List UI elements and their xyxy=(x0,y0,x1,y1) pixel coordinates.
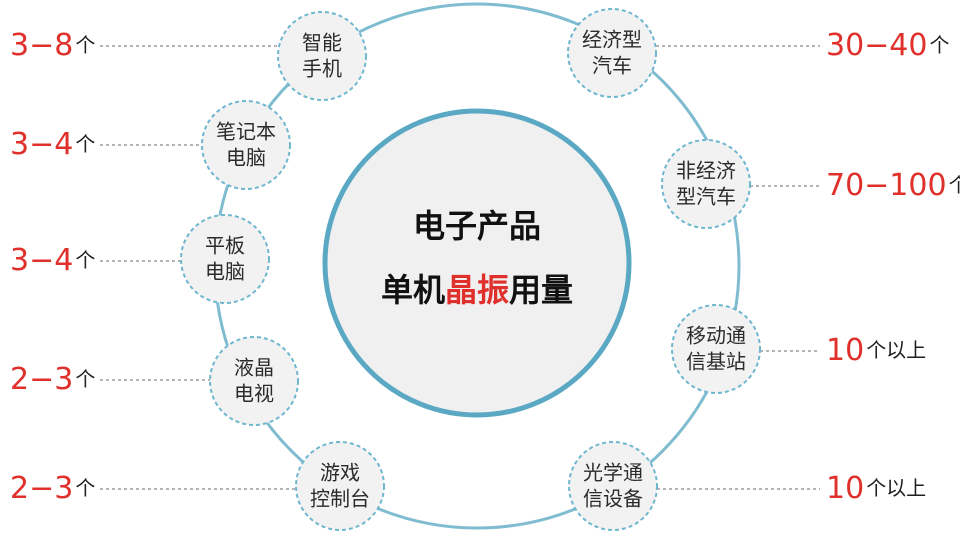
usage-count-unit-game-console: 个 xyxy=(75,476,95,500)
node-label-line2-game-console: 控制台 xyxy=(310,487,370,511)
node-circle-economy-car xyxy=(567,8,657,98)
device-nodes: 智能手机笔记本电脑平板电脑液晶电视游戏控制台经济型汽车非经济型汽车移动通信基站光… xyxy=(180,8,761,531)
node-circle-laptop xyxy=(201,100,291,190)
node-label-line2-tablet: 电脑 xyxy=(205,260,245,284)
usage-count-number-game-console: 2−3 xyxy=(10,471,73,506)
usage-count-number-laptop: 3−4 xyxy=(10,127,73,162)
usage-count-unit-non-economy-car: 个 xyxy=(949,173,960,197)
node-label-line2-mobile-base-station: 信基站 xyxy=(686,350,746,374)
node-label-line1-mobile-base-station: 移动通 xyxy=(686,324,746,348)
usage-count-number-smartphone: 3−8 xyxy=(10,28,73,63)
node-circle-optical-comm xyxy=(568,441,658,531)
center-circle xyxy=(322,108,632,418)
usage-count-number-mobile-base-station: 10 xyxy=(826,333,864,368)
center-title-line1: 电子产品 xyxy=(413,207,541,245)
node-label-line2-economy-car: 汽车 xyxy=(592,54,632,78)
usage-count-unit-smartphone: 个 xyxy=(75,33,95,57)
usage-count-number-tablet: 3−4 xyxy=(10,243,73,278)
node-label-line1-smartphone: 智能 xyxy=(302,31,342,55)
usage-count-unit-economy-car: 个 xyxy=(929,33,949,57)
center-title-prefix: 单机 xyxy=(381,271,445,309)
node-circle-non-economy-car xyxy=(661,139,751,229)
node-label-line2-smartphone: 手机 xyxy=(302,57,342,81)
node-label-line1-tablet: 平板 xyxy=(205,234,245,258)
node-circle-tablet xyxy=(180,214,270,304)
usage-count-number-optical-comm: 10 xyxy=(826,471,864,506)
node-label-line2-laptop: 电脑 xyxy=(226,146,266,170)
node-label-line2-non-economy-car: 型汽车 xyxy=(676,185,736,209)
center-title-highlight: 晶振 xyxy=(445,271,509,309)
node-label-line1-lcd-tv: 液晶 xyxy=(234,356,274,380)
usage-count-unit-mobile-base-station: 个以上 xyxy=(866,338,926,362)
usage-count-unit-laptop: 个 xyxy=(75,132,95,156)
center-title-suffix: 用量 xyxy=(509,271,573,309)
node-circle-smartphone xyxy=(277,11,367,101)
usage-count-number-lcd-tv: 2−3 xyxy=(10,362,73,397)
node-circle-mobile-base-station xyxy=(671,304,761,394)
usage-count-unit-lcd-tv: 个 xyxy=(75,367,95,391)
usage-count-number-economy-car: 30−40 xyxy=(826,28,927,63)
center-title-line2: 单机晶振用量 xyxy=(381,271,573,309)
node-label-line1-laptop: 笔记本 xyxy=(216,120,276,144)
node-circle-lcd-tv xyxy=(209,336,299,426)
usage-count-unit-optical-comm: 个以上 xyxy=(866,476,926,500)
node-label-line1-optical-comm: 光学通 xyxy=(583,461,643,485)
node-label-line1-economy-car: 经济型 xyxy=(582,28,642,52)
node-label-line2-lcd-tv: 电视 xyxy=(234,382,274,406)
usage-count-unit-tablet: 个 xyxy=(75,248,95,272)
node-label-line1-non-economy-car: 非经济 xyxy=(676,159,736,183)
node-label-line1-game-console: 游戏 xyxy=(320,461,360,485)
node-circle-game-console xyxy=(295,441,385,531)
usage-count-number-non-economy-car: 70−100 xyxy=(826,168,947,203)
leader-lines xyxy=(100,45,820,490)
node-label-line2-optical-comm: 信设备 xyxy=(583,487,643,511)
